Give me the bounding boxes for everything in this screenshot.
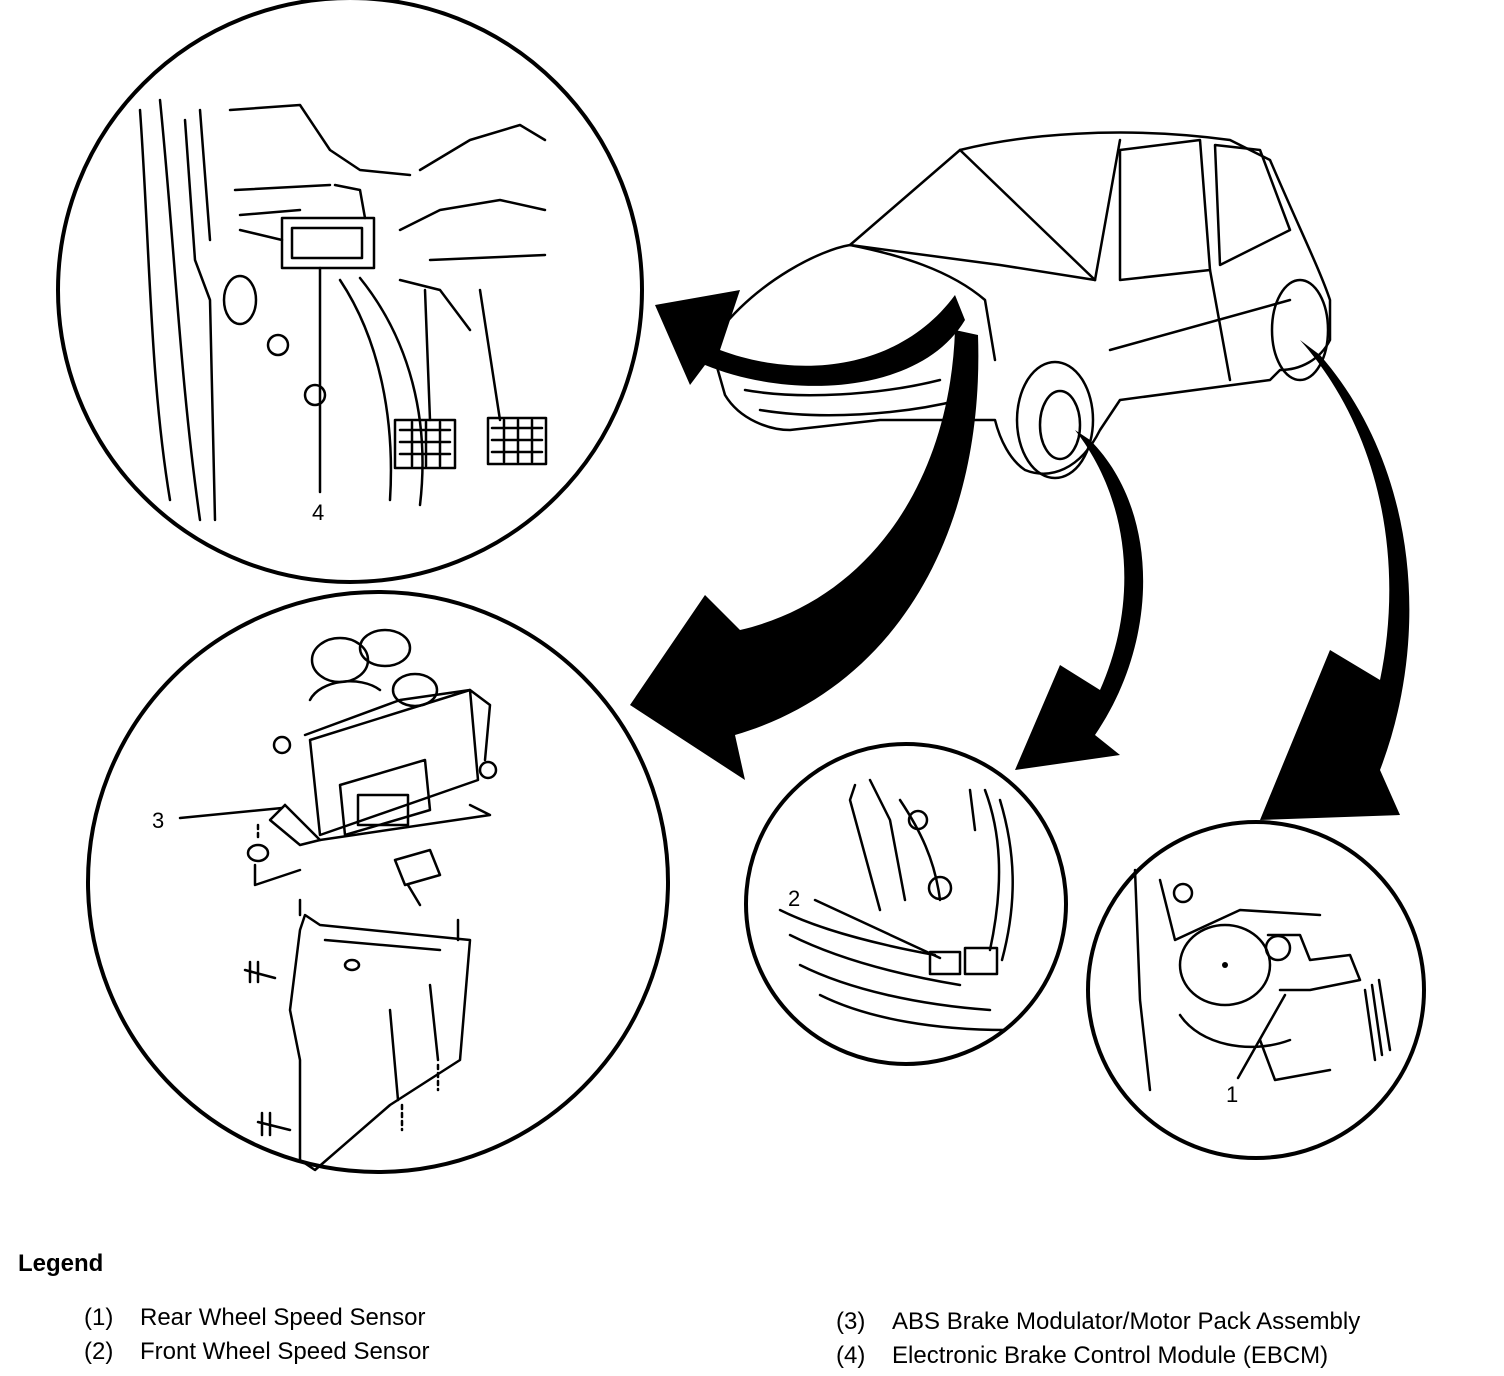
- arrow-to-ebcm: [655, 290, 965, 386]
- legend: Legend (1) Rear Wheel Speed Sensor (2) Fro…: [0, 1240, 1504, 1376]
- legend-item-number: (2): [84, 1338, 114, 1365]
- modulator-detail-view: 3: [86, 590, 670, 1174]
- legend-item-2: (2) Front Wheel Speed Sensor: [84, 1338, 430, 1366]
- rear-sensor-detail-view: 1: [1086, 820, 1426, 1160]
- legend-item-4: (4) Electronic Brake Control Module (EBCM…: [836, 1342, 1328, 1370]
- arrow-to-rear-sensor: [1260, 340, 1410, 820]
- legend-item-label: Front Wheel Speed Sensor: [140, 1338, 430, 1365]
- legend-title: Legend: [18, 1250, 104, 1277]
- legend-item-number: (1): [84, 1304, 114, 1331]
- legend-item-number: (3): [836, 1308, 866, 1335]
- abs-component-locator-diagram: 4: [56, 0, 1426, 1174]
- front-sensor-detail-view: 2: [744, 742, 1068, 1066]
- callout-2: 2: [788, 886, 800, 911]
- vehicle-overview: [713, 131, 1332, 480]
- arrow-to-front-sensor: [1015, 430, 1144, 770]
- legend-item-1: (1) Rear Wheel Speed Sensor: [84, 1304, 426, 1332]
- legend-item-3: (3) ABS Brake Modulator/Motor Pack Assemb…: [836, 1308, 1360, 1336]
- callout-4: 4: [312, 500, 324, 525]
- callout-3: 3: [152, 808, 164, 833]
- legend-item-number: (4): [836, 1342, 866, 1369]
- legend-item-label: ABS Brake Modulator/Motor Pack Assembly: [892, 1308, 1361, 1335]
- ebcm-detail-view: 4: [56, 0, 644, 584]
- legend-item-label: Electronic Brake Control Module (EBCM): [892, 1342, 1329, 1369]
- arrow-to-modulator: [630, 330, 979, 780]
- legend-item-label: Rear Wheel Speed Sensor: [140, 1304, 426, 1331]
- callout-1: 1: [1226, 1082, 1238, 1107]
